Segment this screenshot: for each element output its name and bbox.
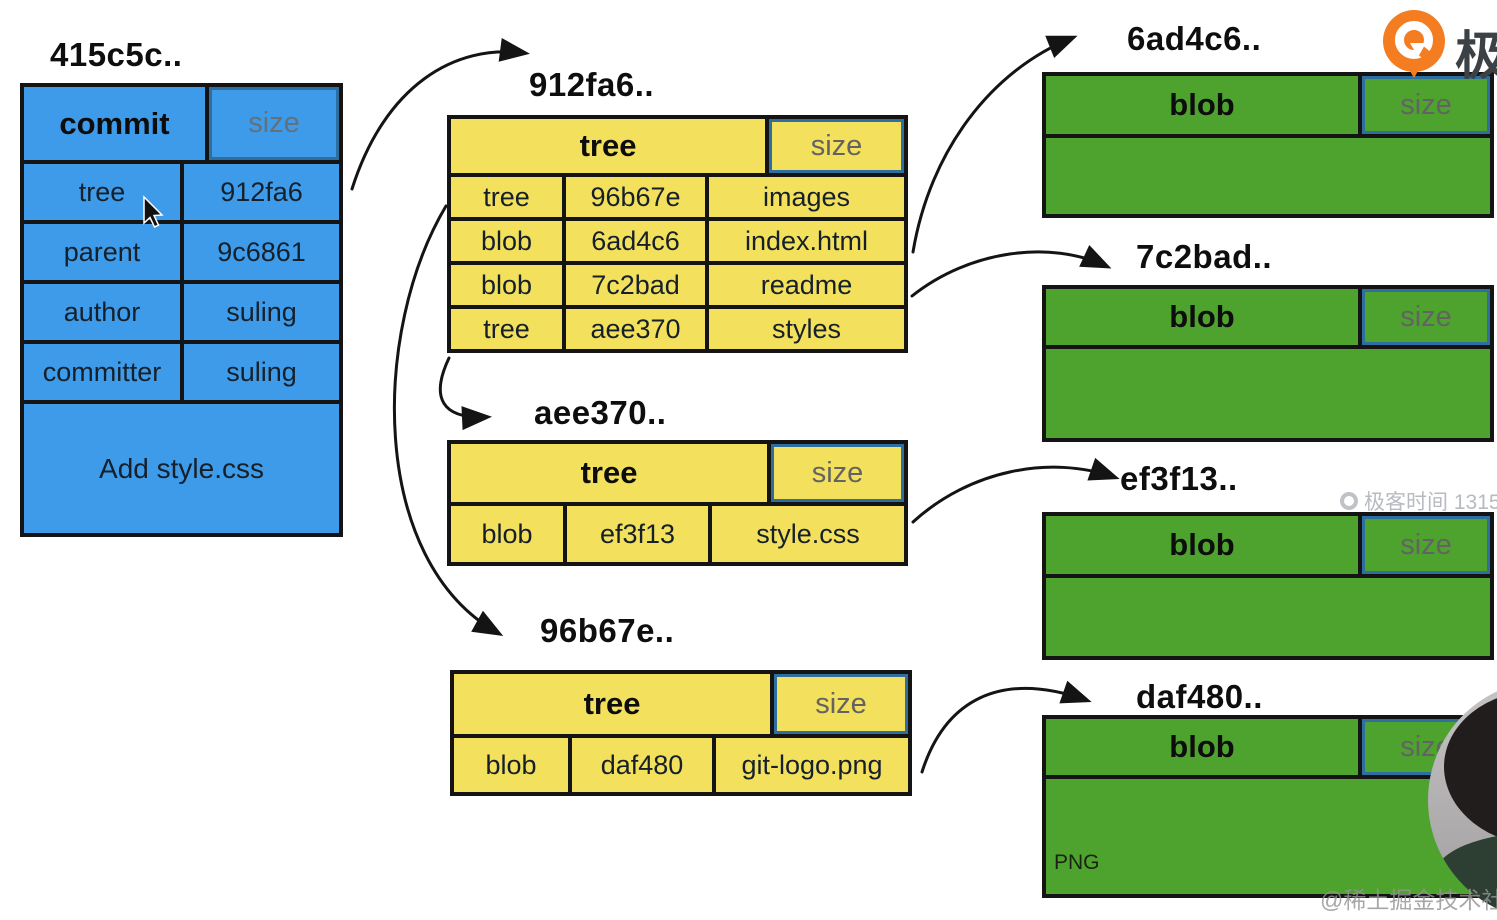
tree-object-id-aee370: aee370.. bbox=[534, 394, 667, 431]
geektime-logo-icon bbox=[1383, 10, 1445, 78]
entry-type: tree bbox=[451, 309, 562, 349]
tree-type-header: tree bbox=[451, 119, 765, 173]
tree-size-header: size bbox=[769, 119, 904, 173]
blob-object-table-daf480: blob size PNG IHDR렀-sRGB pHYs% %IR$b iTX… bbox=[1042, 715, 1494, 898]
geektime-watermark-text: 极客时间 13155 bbox=[1364, 491, 1497, 514]
geektime-logo-tail bbox=[1405, 62, 1423, 78]
entry-name: index.html bbox=[709, 221, 904, 261]
commit-row-value: suling bbox=[184, 284, 339, 340]
entry-hash: daf480 bbox=[572, 738, 712, 792]
blob-object-id-6ad4c6: 6ad4c6.. bbox=[1127, 20, 1262, 57]
tree-object-table-912fa6: tree size tree 96b67e images blob 6ad4c6… bbox=[447, 115, 908, 353]
commit-object-id: 415c5c.. bbox=[50, 36, 183, 73]
entry-name: styles bbox=[709, 309, 904, 349]
blob-type-header: blob bbox=[1046, 719, 1358, 775]
blob-object-table-7c2bad: blob size Hi,we are learning Git togethe… bbox=[1042, 285, 1494, 442]
geektime-watermark-logo-icon bbox=[1340, 492, 1358, 510]
entry-type: blob bbox=[451, 265, 562, 305]
commit-row-key: tree bbox=[24, 164, 180, 220]
tree-object-table-96b67e: tree size blob daf480 git-logo.png bbox=[450, 670, 912, 796]
geektime-watermark: 极客时间 13155 bbox=[1340, 486, 1497, 516]
blob-type-header: blob bbox=[1046, 289, 1358, 345]
entry-name: git-logo.png bbox=[716, 738, 908, 792]
blob-type-header: blob bbox=[1046, 516, 1358, 574]
blob-type-header: blob bbox=[1046, 76, 1358, 134]
blob-object-id-7c2bad: 7c2bad.. bbox=[1136, 238, 1273, 275]
blob-object-table-ef3f13: blob size body{ background-color: orange… bbox=[1042, 512, 1494, 660]
blob-object-id-daf480: daf480.. bbox=[1136, 678, 1263, 715]
entry-type: tree bbox=[451, 177, 562, 217]
geektime-logo-text: 极客 bbox=[1455, 28, 1497, 86]
blob-object-table-6ad4c6: blob size <!DOCTYPE html> <html> bbox=[1042, 72, 1494, 218]
commit-row-key: parent bbox=[24, 224, 180, 280]
blob-object-id-ef3f13: ef3f13.. bbox=[1120, 460, 1238, 497]
juejin-watermark: @稀土掘金技术社区 bbox=[1320, 887, 1497, 913]
tree-object-id-912fa6: 912fa6.. bbox=[529, 66, 655, 103]
blob-content-line: PNG bbox=[1054, 851, 1100, 874]
tree-size-header: size bbox=[771, 444, 904, 502]
blob-content: PNG IHDR렀-sRGB pHYs% %IR$b iTXtXML d b bbox=[1046, 779, 1490, 894]
commit-message: Add style.css bbox=[24, 404, 339, 533]
entry-hash: 96b67e bbox=[566, 177, 705, 217]
commit-row-value: 9c6861 bbox=[184, 224, 339, 280]
blob-size-header: size bbox=[1362, 76, 1490, 134]
commit-row-value: suling bbox=[184, 344, 339, 400]
commit-object-table: commit size tree 912fa6 parent 9c6861 au… bbox=[20, 83, 343, 537]
webcam-overlay bbox=[1428, 680, 1497, 920]
entry-name: style.css bbox=[712, 506, 904, 562]
entry-type: blob bbox=[454, 738, 568, 792]
entry-hash: aee370 bbox=[566, 309, 705, 349]
tree-type-header: tree bbox=[451, 444, 767, 502]
entry-hash: 7c2bad bbox=[566, 265, 705, 305]
entry-hash: 6ad4c6 bbox=[566, 221, 705, 261]
entry-name: images bbox=[709, 177, 904, 217]
entry-type: blob bbox=[451, 221, 562, 261]
blob-size-header: size bbox=[1362, 289, 1490, 345]
blob-content: Hi,we are learning Git together. Have a … bbox=[1046, 349, 1490, 438]
entry-name: readme bbox=[709, 265, 904, 305]
entry-hash: ef3f13 bbox=[567, 506, 708, 562]
tree-size-header: size bbox=[774, 674, 908, 734]
blob-content: <!DOCTYPE html> <html> bbox=[1046, 138, 1490, 214]
commit-type-header: commit bbox=[24, 87, 205, 160]
commit-size-header: size bbox=[209, 87, 339, 160]
geektime-logo-arrow bbox=[1410, 43, 1426, 57]
presenter-hair bbox=[1444, 690, 1497, 846]
commit-row-key: author bbox=[24, 284, 180, 340]
entry-type: blob bbox=[451, 506, 563, 562]
arrow-912fa6-to-aee370 bbox=[438, 356, 492, 431]
commit-row-key: committer bbox=[24, 344, 180, 400]
commit-row-value: 912fa6 bbox=[184, 164, 339, 220]
tree-type-header: tree bbox=[454, 674, 770, 734]
blob-content: body{ background-color: orange; bbox=[1046, 578, 1490, 656]
blob-size-header: size bbox=[1362, 516, 1490, 574]
tree-object-id-96b67e: 96b67e.. bbox=[540, 612, 675, 649]
tree-object-table-aee370: tree size blob ef3f13 style.css bbox=[447, 440, 908, 566]
